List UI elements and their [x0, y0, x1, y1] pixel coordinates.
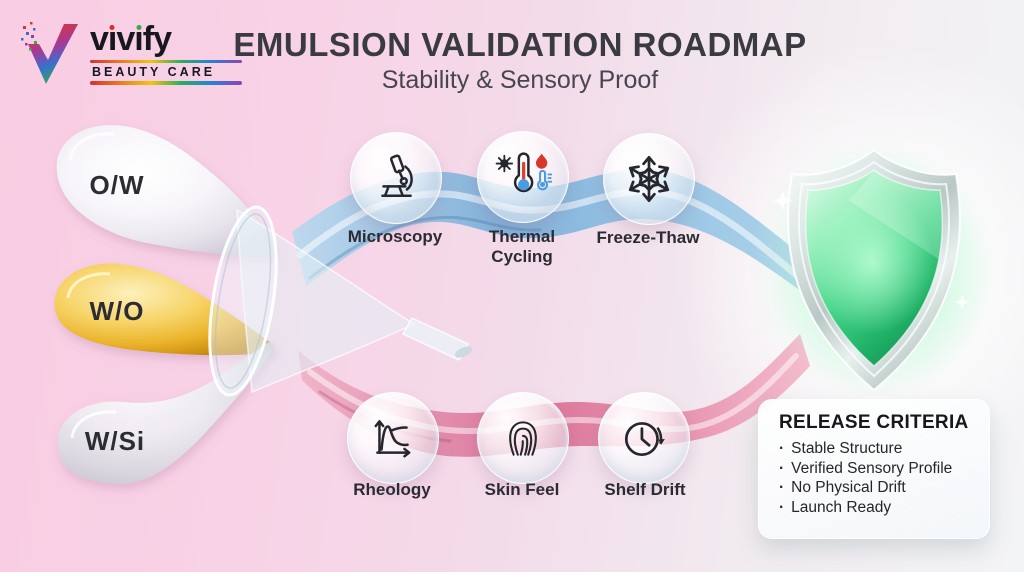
input-label-wsi: W/Si	[84, 426, 146, 456]
fingerprint-icon	[509, 421, 537, 456]
rainbow-bar-top	[90, 59, 242, 63]
funnel	[208, 205, 472, 397]
brand-tagline: BEAUTY CARE	[92, 65, 216, 79]
release-criteria-list: ·Stable Structure ·Verified Sensory Prof…	[779, 439, 975, 517]
rainbow-bar-bottom	[90, 81, 242, 85]
release-criteria-card: RELEASE CRITERIA ·Stable Structure ·Veri…	[758, 399, 990, 539]
bullet-glyph: ·	[779, 459, 785, 477]
step-rheology	[347, 392, 439, 484]
bullet-glyph: ·	[779, 440, 785, 457]
thermal-cycling-icon	[495, 152, 552, 193]
step-skin-feel	[477, 392, 569, 484]
page-subtitle: Stability & Sensory Proof	[381, 66, 659, 94]
label-freeze-thaw: Freeze-Thaw	[596, 228, 700, 247]
release-item: ·Launch Ready	[779, 498, 892, 516]
page-title: EMULSION VALIDATION ROADMAP	[233, 26, 807, 63]
shelf-drift-clock-icon	[624, 422, 665, 457]
release-item: ·No Physical Drift	[779, 479, 906, 496]
snowflake-icon	[626, 155, 672, 203]
label-shelf-drift: Shelf Drift	[604, 480, 686, 499]
label-rheology: Rheology	[353, 480, 431, 499]
release-item: ·Stable Structure	[779, 440, 903, 457]
shield	[749, 140, 999, 392]
label-microscopy: Microscopy	[347, 227, 443, 246]
bullet-glyph: ·	[779, 498, 785, 516]
label-thermal-cycling: Thermal Cycling	[488, 227, 556, 266]
rheology-curve-icon	[374, 420, 411, 458]
step-shelf-drift	[598, 392, 690, 484]
release-criteria-title: RELEASE CRITERIA	[779, 412, 969, 433]
droplet-ow	[56, 124, 276, 257]
release-item: ·Verified Sensory Profile	[779, 459, 953, 477]
step-microscopy	[350, 132, 442, 224]
input-label-ow: O/W	[89, 170, 145, 200]
input-label-wo: W/O	[89, 296, 145, 326]
droplet-wo	[54, 263, 274, 356]
step-freeze-thaw	[603, 133, 695, 225]
microscope-icon	[381, 154, 413, 197]
label-skin-feel: Skin Feel	[484, 480, 560, 499]
step-thermal-cycling	[477, 131, 569, 223]
vivify-vmark-icon	[21, 22, 78, 84]
bullet-glyph: ·	[779, 479, 785, 496]
